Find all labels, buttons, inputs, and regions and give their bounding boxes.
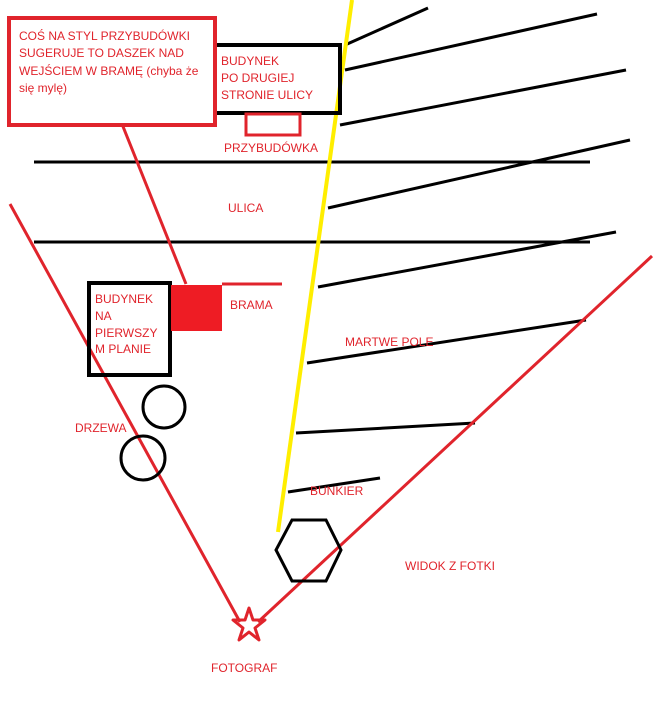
view-cone-right-edge: [256, 254, 654, 624]
bunker-label: BUNKIER: [310, 484, 364, 498]
tree-circle: [119, 434, 167, 482]
gate-block: [171, 285, 222, 331]
callout-pointer: [116, 113, 188, 285]
hatch-line: [327, 138, 631, 210]
far-building-line: STRONIE ULICY: [221, 87, 314, 102]
photographer-label: FOTOGRAF: [211, 661, 278, 675]
near-building-box: [87, 281, 172, 377]
dead-zone-hatching: [287, 6, 631, 494]
hatch-line: [339, 68, 627, 127]
street-label: ULICA: [228, 201, 264, 215]
annex-box: [244, 112, 302, 137]
hatch-line: [295, 421, 476, 435]
hatch-line: [344, 6, 429, 47]
bunker-hexagon: [274, 518, 343, 583]
far-building-label: BUDYNEK PO DRUGIEJ STRONIE ULICY: [221, 53, 313, 103]
near-building-label: BUDYNEK NA PIERWSZY M PLANIE: [95, 291, 157, 358]
hatch-line: [344, 12, 598, 72]
tree-circle: [141, 384, 187, 430]
near-building-line: M PLANIE: [95, 342, 152, 357]
callout-box: COŚ NA STYL PRZYBUDÓWKI SUGERUJE TO DASZ…: [7, 16, 217, 127]
far-building-line: BUDYNEK: [221, 54, 280, 68]
gate-label: BRAMA: [230, 298, 273, 312]
near-building-line: BUDYNEK: [95, 292, 154, 306]
near-building-line: PIERWSZY: [95, 325, 158, 340]
hatch-line: [287, 476, 381, 494]
view-label: WIDOK Z FOTKI: [405, 559, 495, 573]
far-building-line: PO DRUGIEJ: [221, 70, 295, 85]
dead-zone-label: MARTWE POLE: [345, 335, 434, 349]
view-cone: [8, 113, 654, 624]
annex-label: PRZYBUDÓWKA: [224, 141, 319, 155]
trees-label: DRZEWA: [75, 421, 127, 435]
photographer-star-icon: [231, 606, 267, 642]
hatch-line: [306, 318, 587, 365]
view-cone-left-edge: [8, 203, 242, 623]
street-lines: [34, 160, 590, 244]
near-building-line: NA: [95, 308, 112, 323]
callout-text: COŚ NA STYL PRZYBUDÓWKI SUGERUJE TO DASZ…: [19, 29, 199, 96]
hatch-line: [317, 230, 617, 289]
